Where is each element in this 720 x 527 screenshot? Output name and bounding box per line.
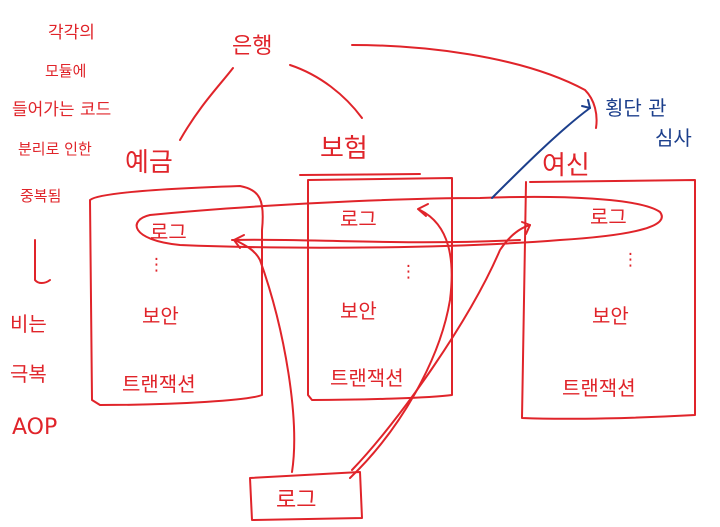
log-band-inner xyxy=(231,238,521,244)
category-insurance: 보험 xyxy=(320,134,368,164)
notes-bracket xyxy=(34,239,51,284)
arrow-to-credit xyxy=(351,224,531,471)
cross-check-arrow-head xyxy=(581,99,591,109)
note-line1: 각각의 xyxy=(48,23,95,43)
box-credit xyxy=(521,179,696,420)
arrow-to-deposit xyxy=(234,239,296,473)
bottom-log-label: 로그 xyxy=(276,488,317,513)
deposit-dots: ⋮ xyxy=(148,255,165,275)
cross-check-line2: 심사 xyxy=(655,126,692,150)
deposit-log: 로그 xyxy=(150,220,187,244)
credit-security: 보안 xyxy=(592,304,629,328)
arrow-to-insurance xyxy=(349,209,453,479)
insurance-log: 로그 xyxy=(340,207,377,231)
branch-line-insurance xyxy=(289,64,363,119)
cross-check-line1: 횡단 관 xyxy=(605,96,667,120)
note-line6: 비는 xyxy=(10,312,47,336)
note-line5: 중복됨 xyxy=(20,187,62,205)
category-deposit: 예금 xyxy=(125,148,173,178)
branch-line-credit xyxy=(351,44,598,129)
note-line8: AOP xyxy=(12,415,58,440)
cross-check-arrow xyxy=(491,107,591,199)
insurance-transaction: 트랜잭션 xyxy=(330,366,404,390)
arrow-head-deposit xyxy=(233,234,245,249)
note-line3: 들어가는 코드 xyxy=(12,100,112,120)
box-insurance xyxy=(307,177,453,401)
credit-transaction: 트랜잭션 xyxy=(562,376,636,400)
credit-dots: ⋮ xyxy=(622,250,639,270)
note-line7: 극복 xyxy=(10,362,47,386)
deposit-transaction: 트랜잭션 xyxy=(122,372,196,396)
box-insurance-cap xyxy=(299,173,421,176)
bottom-log-box xyxy=(249,471,363,521)
note-line2: 모듈에 xyxy=(45,62,87,80)
bank-label: 은행 xyxy=(232,34,273,59)
log-band xyxy=(135,195,663,249)
insurance-dots: ⋮ xyxy=(400,262,417,282)
arrow-head-insurance xyxy=(417,203,429,217)
note-line4: 분리로 인한 xyxy=(18,140,92,158)
deposit-security: 보안 xyxy=(142,304,179,328)
arrow-head-credit xyxy=(521,221,531,235)
category-credit: 여신 xyxy=(542,151,590,181)
branch-line-deposit xyxy=(179,67,234,141)
box-deposit xyxy=(89,185,264,406)
insurance-security: 보안 xyxy=(340,299,377,323)
credit-log: 로그 xyxy=(590,205,627,229)
